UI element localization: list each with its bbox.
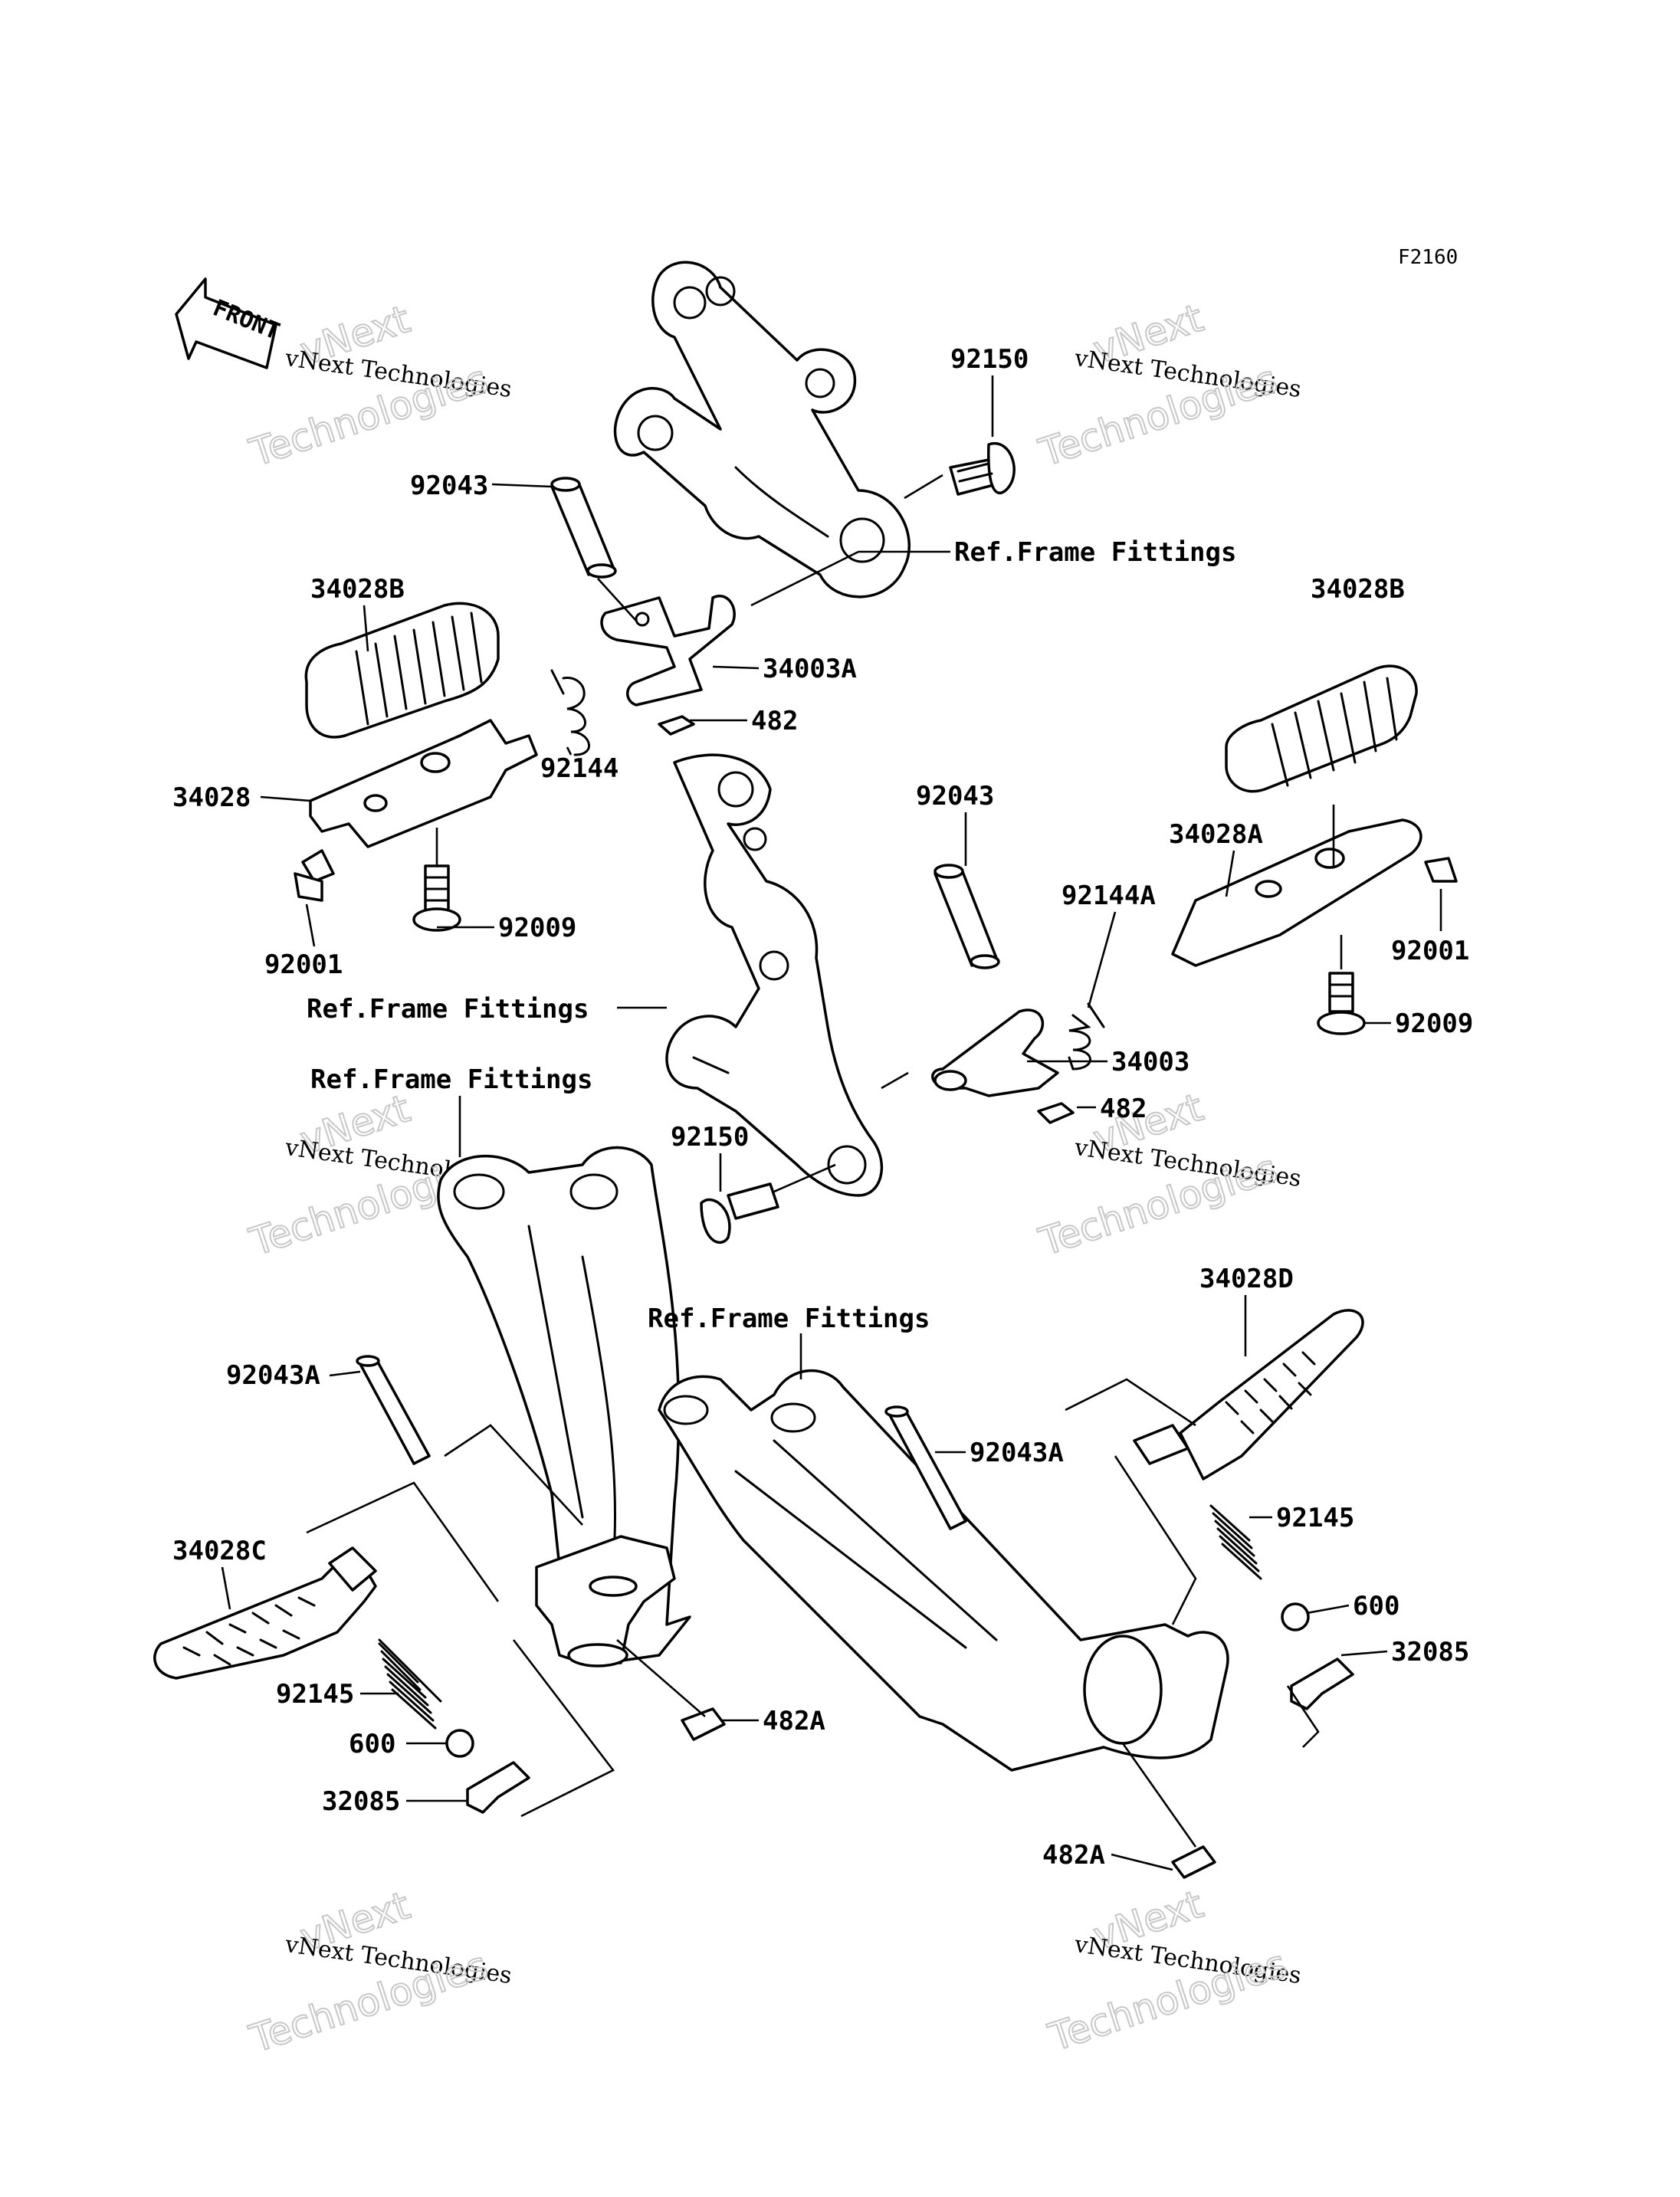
- label-34028: 34028: [172, 782, 251, 813]
- label-482A-left: 482A: [763, 1706, 825, 1736]
- label-600-left: 600: [349, 1729, 395, 1759]
- label-34003A: 34003A: [763, 654, 857, 684]
- pin-92043A-left: [356, 1355, 431, 1465]
- footpeg-rubber-34028B-right: [1225, 664, 1418, 793]
- spring-92145-left: [378, 1638, 442, 1730]
- watermark-bottom-right: vNext vNext Technologies Technologies: [1042, 1881, 1303, 2061]
- label-92145-left: 92145: [276, 1679, 354, 1710]
- lower-left-footpeg-bracket: [437, 1146, 691, 1664]
- watermark-mid-right: vNext vNext Technologies Technologies: [1033, 1084, 1303, 1265]
- label-ref-frame-mid: Ref.Frame Fittings: [307, 994, 589, 1025]
- spring-92144: [550, 669, 590, 756]
- label-92150-top: 92150: [950, 344, 1029, 375]
- part-labels: 92150 Ref.Frame Fittings 92043 34028B 34…: [172, 344, 1473, 1871]
- label-92144A: 92144A: [1061, 880, 1156, 911]
- footpeg-base-34028: [309, 719, 538, 848]
- clip-482-top: [658, 715, 695, 736]
- label-92001-right: 92001: [1391, 936, 1469, 966]
- label-32085-right: 32085: [1391, 1637, 1469, 1667]
- label-92009-right: 92009: [1395, 1008, 1473, 1039]
- label-34028B-right: 34028B: [1311, 574, 1405, 605]
- footpeg-34028C: [153, 1546, 377, 1680]
- label-92043A-right: 92043A: [970, 1438, 1064, 1468]
- bolt-92150-mid: [700, 1182, 779, 1244]
- ball-600-left: [445, 1729, 474, 1758]
- label-92043A-left: 92043A: [226, 1360, 320, 1391]
- pivot-34003: [931, 1008, 1059, 1097]
- clip-482-mid: [1037, 1102, 1075, 1124]
- label-92145-right: 92145: [1276, 1503, 1354, 1533]
- watermark-top-right: vNext vNext Technologies Technologies: [1033, 295, 1303, 476]
- pivot-bracket-lower-left: [535, 1535, 676, 1667]
- label-32085-left: 32085: [322, 1786, 400, 1817]
- label-34028D: 34028D: [1199, 1264, 1294, 1294]
- label-34003: 34003: [1111, 1047, 1189, 1077]
- label-482A-right: 482A: [1042, 1840, 1105, 1871]
- label-92144: 92144: [540, 753, 619, 784]
- label-34028A: 34028A: [1169, 819, 1263, 850]
- label-92150-mid: 92150: [671, 1122, 749, 1153]
- mid-left-footpeg-bracket: [665, 753, 884, 1197]
- watermark-bottom-left: vNext vNext Technologies Technologies: [244, 1882, 514, 2062]
- bolt-92009-left: [412, 864, 461, 932]
- spring-92144A: [1068, 1002, 1105, 1071]
- watermark-top-left: vNext vNext Technologies Technologies: [244, 296, 514, 476]
- label-482-mid: 482: [1100, 1094, 1147, 1124]
- label-ref-frame-lower-right: Ref.Frame Fittings: [648, 1303, 930, 1334]
- label-92043-mid: 92043: [916, 781, 994, 812]
- label-600-right: 600: [1353, 1591, 1399, 1622]
- figure-code: F2160: [1398, 246, 1458, 269]
- label-92009-left: 92009: [498, 913, 576, 943]
- detent-32085-left: [466, 1761, 530, 1814]
- bolt-92001-right: [1424, 857, 1458, 883]
- pin-92043-mid: [934, 864, 1000, 969]
- upper-right-footpeg-bracket: [613, 261, 911, 598]
- pivot-34003A: [600, 595, 736, 707]
- label-ref-frame-lower-left: Ref.Frame Fittings: [310, 1064, 592, 1095]
- bolt-92001-left: [294, 849, 335, 902]
- label-ref-frame-top: Ref.Frame Fittings: [954, 537, 1236, 568]
- footpeg-34028D: [1133, 1309, 1364, 1481]
- label-92043-top: 92043: [410, 471, 488, 501]
- lower-right-footpeg-bracket: [658, 1369, 1229, 1772]
- label-482-top: 482: [751, 706, 798, 736]
- clip-482A-left: [681, 1707, 726, 1741]
- detent-32085-right: [1290, 1658, 1354, 1710]
- footpeg-rubber-34028B-left: [304, 602, 500, 739]
- spring-92145-right: [1209, 1504, 1262, 1580]
- label-92001-left: 92001: [264, 949, 343, 980]
- leader-lines: [221, 375, 1442, 1871]
- bolt-92150-top: [949, 441, 1016, 496]
- ball-600-right: [1281, 1602, 1310, 1631]
- footpeg-base-34028A: [1171, 818, 1422, 967]
- front-arrow-icon: FRONT: [175, 277, 284, 369]
- clip-482A-right: [1171, 1845, 1216, 1879]
- pin-92043-top: [550, 477, 617, 579]
- pin-92043A-right: [884, 1405, 967, 1530]
- label-34028B-left: 34028B: [310, 574, 405, 605]
- label-34028C: 34028C: [172, 1536, 267, 1566]
- bolt-92009-right: [1317, 972, 1366, 1035]
